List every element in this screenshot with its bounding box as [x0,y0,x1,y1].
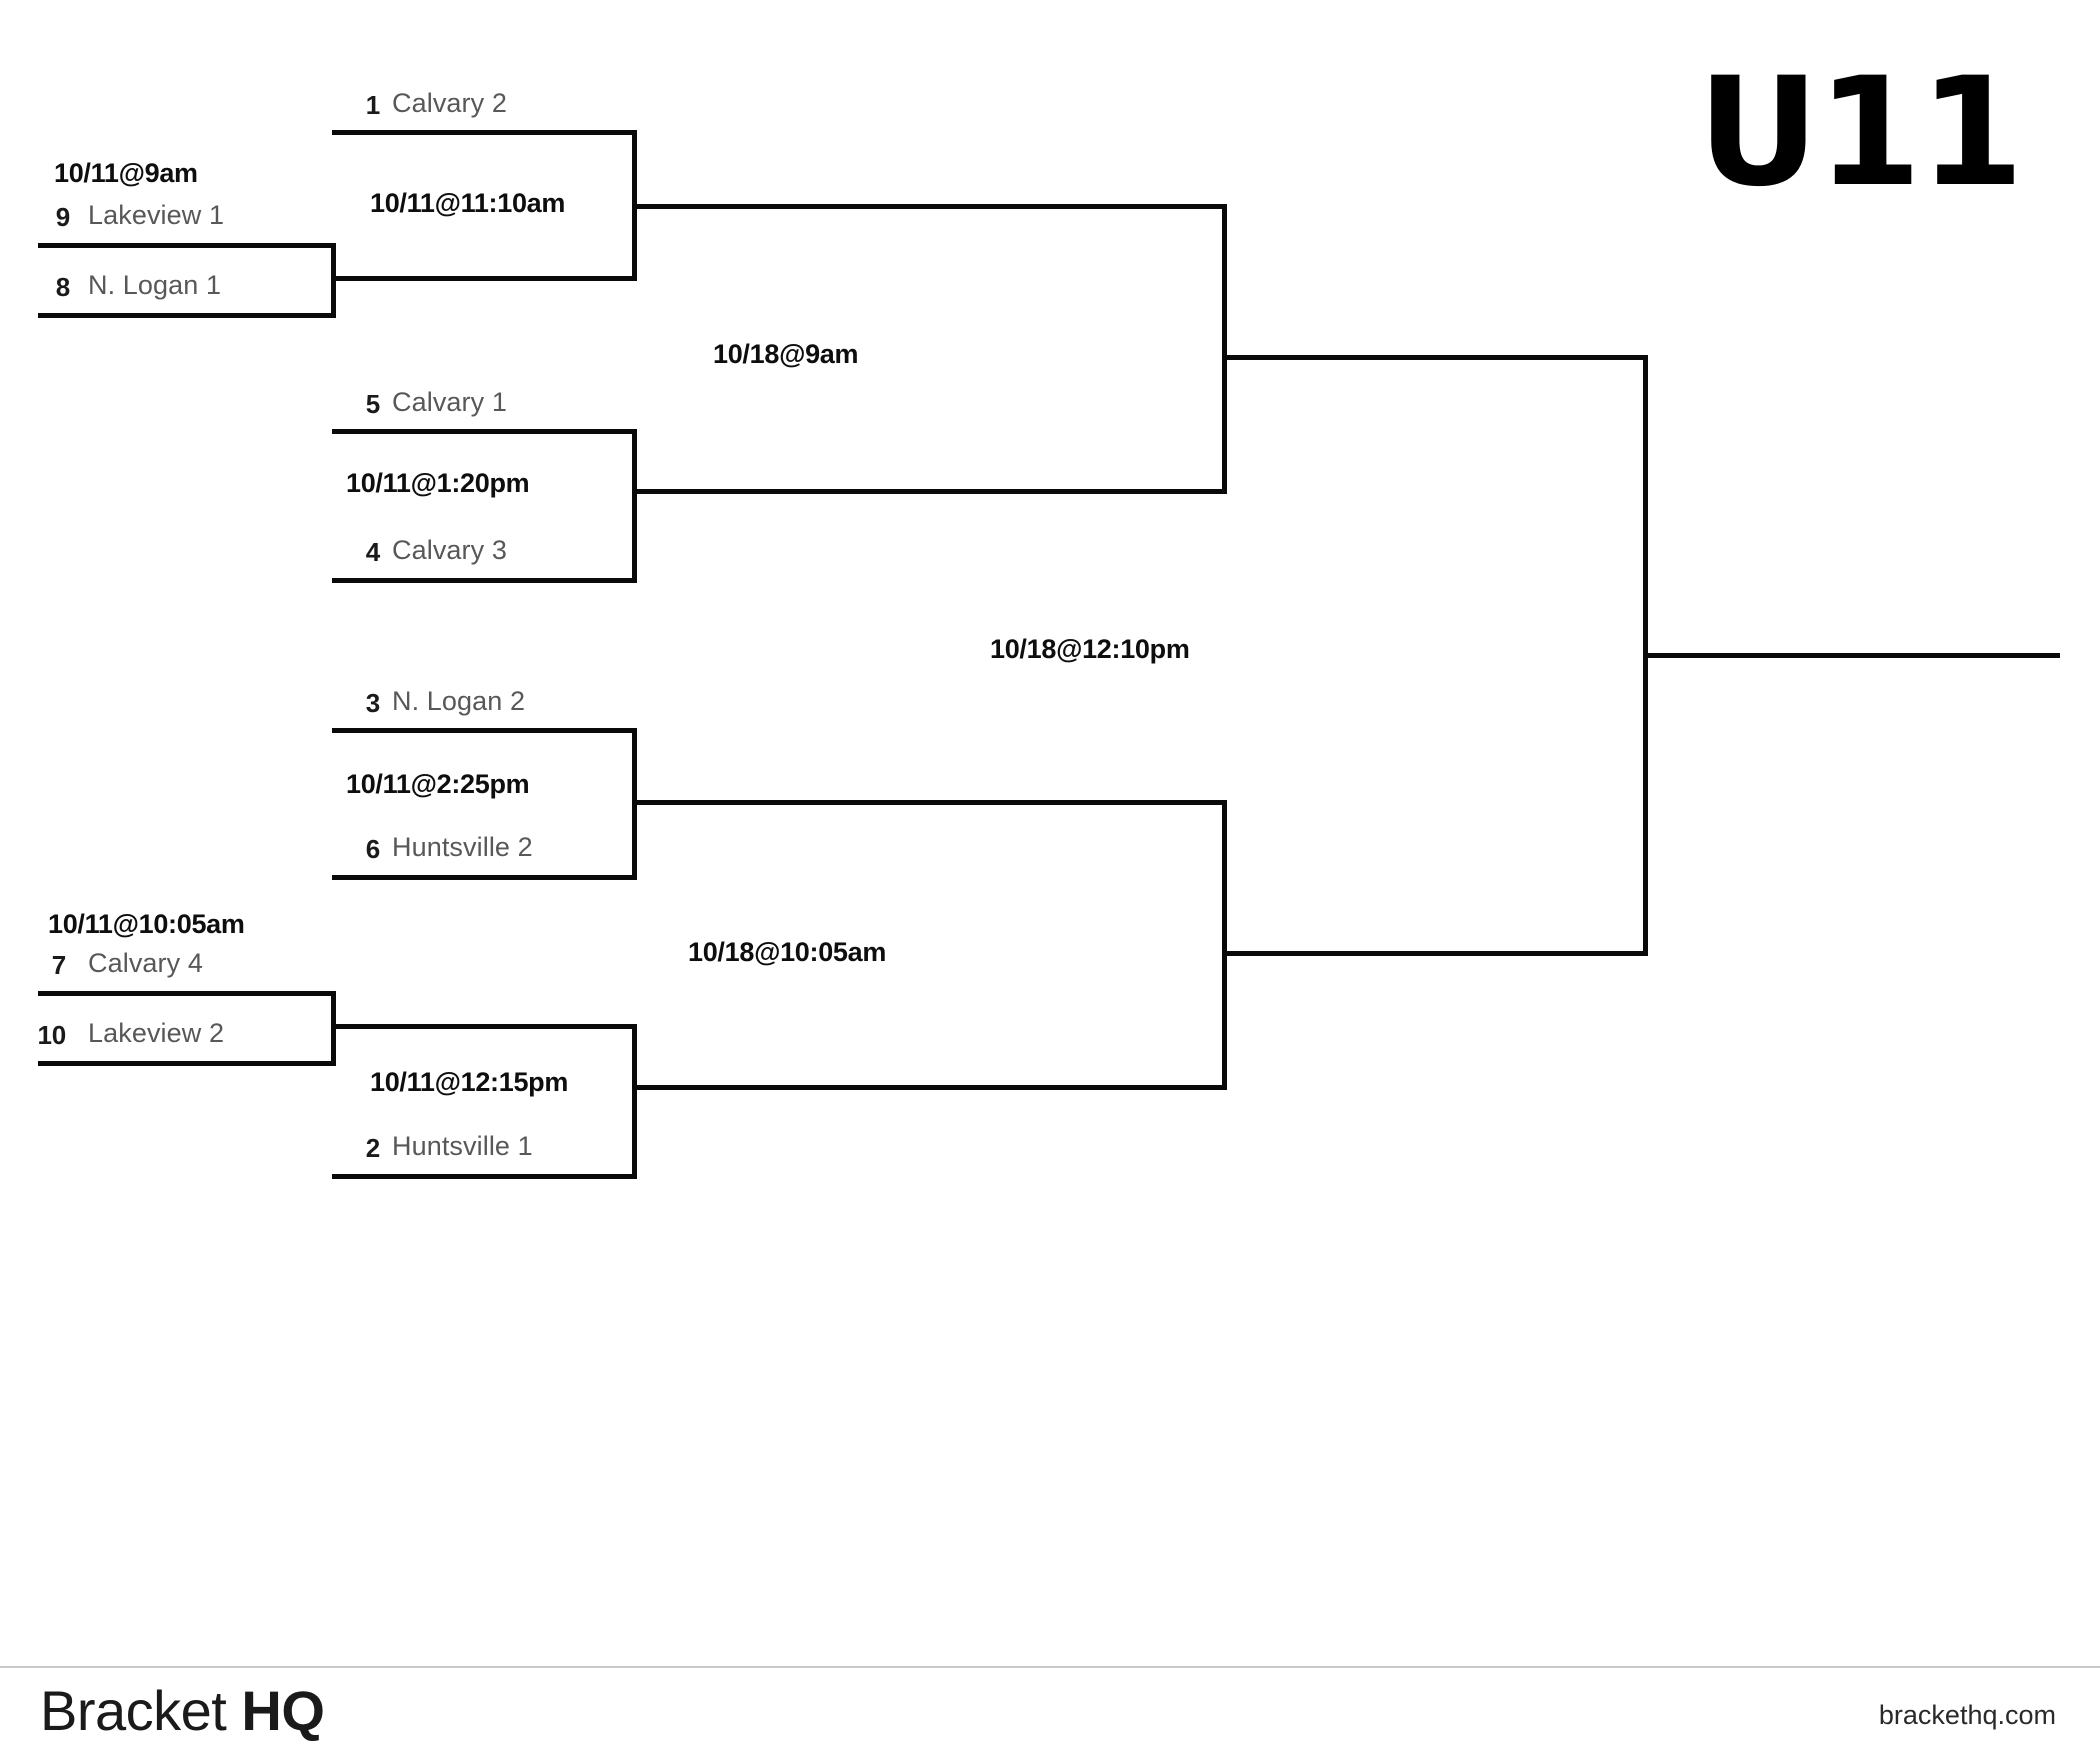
sf-2-top-line [922,800,1227,805]
playin-2-time: 10/11@10:05am [48,909,245,939]
sf-2-bottom-line [922,1085,1227,1090]
final-time: 10/18@12:10pm [990,634,1190,664]
sf-1-top-line [922,204,1227,209]
qf-1-team-a: Calvary 2 [392,88,507,118]
playin-2-slot-b-underline [38,1061,336,1066]
qf-4-top-line [332,1024,637,1029]
sf-2-to-final-line [1222,951,1648,956]
qf-1-bottom-line [332,276,637,281]
qf-3-top-line [332,728,637,733]
playin-2-seed-b: 10 [37,1020,66,1050]
qf-3-team-a: N. Logan 2 [392,686,526,716]
logo-suffix: HQ [241,1679,325,1742]
qf-4-to-sf-line [632,1085,926,1090]
qf-4-time: 10/11@12:15pm [370,1067,569,1097]
playin-1-time: 10/11@9am [54,158,198,188]
brackethq-logo: Bracket HQ [40,1678,325,1743]
playin-1-team-b: N. Logan 1 [88,270,222,300]
playin-2-seed-a: 7 [51,950,66,980]
footer-url: brackethq.com [1878,1700,2056,1730]
champion-line [1643,653,2060,658]
playin-1-team-a: Lakeview 1 [88,200,225,230]
qf-1-seed-a: 1 [365,90,380,120]
qf-3-seed-b: 6 [365,834,380,864]
playin-2-team-a: Calvary 4 [88,948,203,978]
playin-1-seed-b: 8 [55,272,70,302]
qf-2-team-b: Calvary 3 [392,535,507,565]
playin-2-slot-a-underline [38,991,336,996]
qf-1-to-sf-line [632,204,926,209]
qf-2-seed-a: 5 [365,389,380,419]
qf-2-seed-b: 4 [365,537,380,567]
qf-4-bottom-line [332,1174,637,1179]
playin-2-team-b: Lakeview 2 [88,1018,225,1048]
sf-1-to-final-line [1222,355,1648,360]
qf-2-team-a: Calvary 1 [392,387,507,417]
qf-3-bottom-line [332,875,637,880]
sf-2-time: 10/18@10:05am [688,937,887,967]
qf-1-time: 10/11@11:10am [370,188,566,218]
qf-3-time: 10/11@2:25pm [346,769,530,799]
sf-1-time: 10/18@9am [713,339,859,369]
logo-prefix: Bracket [40,1679,242,1742]
page-title: U11 [1697,46,2024,220]
qf-2-to-sf-line [632,489,926,494]
playin-1-seed-a: 9 [55,202,70,232]
playin-1-slot-b-underline [38,313,336,318]
sf-1-bottom-line [922,489,1227,494]
qf-3-to-sf-line [632,800,926,805]
footer: Bracket HQ brackethq.com [0,1668,2100,1764]
qf-3-team-b: Huntsville 2 [392,832,533,862]
sf-1-right-connector [1222,204,1227,494]
qf-2-bottom-line [332,578,637,583]
qf-3-seed-a: 3 [365,688,380,718]
qf-4-team-b: Huntsville 1 [392,1131,533,1161]
qf-4-seed-b: 2 [365,1133,380,1163]
qf-1-top-line [332,130,637,135]
playin-1-slot-a-underline [38,243,336,248]
qf-2-time: 10/11@1:20pm [346,468,530,498]
qf-2-top-line [332,429,637,434]
footer-divider [0,1666,2100,1668]
qf-4-right-connector [632,1024,637,1179]
sf-2-right-connector [1222,800,1227,1090]
qf-2-right-connector [632,429,637,583]
